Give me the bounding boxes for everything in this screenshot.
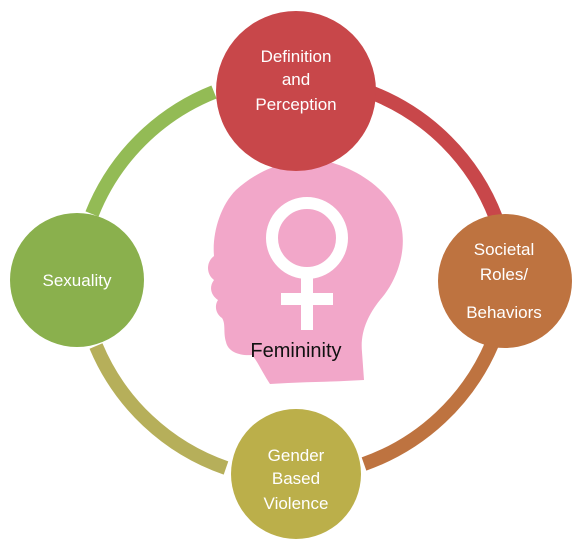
node-label-line: Perception: [255, 95, 336, 114]
ring-arc-bottom-left: [89, 343, 229, 475]
node-label-line: Definition: [261, 47, 332, 66]
node-label-line: Gender: [268, 446, 325, 465]
node-label-line: Societal: [474, 240, 534, 259]
node-label-line: Based: [272, 469, 320, 488]
center-head: Femininity: [208, 159, 403, 384]
center-label: Femininity: [250, 340, 341, 362]
ring-arc-left-top: [85, 85, 217, 217]
ring-arc-top-right: [367, 85, 503, 221]
node-circle: [216, 11, 376, 171]
node-label-line: Roles/: [480, 265, 528, 284]
node-circle: [438, 214, 572, 348]
node-gender-based-violence: Gender Based Violence: [231, 409, 361, 539]
ring-arc-right-bottom: [361, 341, 499, 471]
node-label-line: and: [282, 70, 310, 89]
node-definition-and-perception: Definition and Perception: [216, 11, 376, 171]
node-circle: [231, 409, 361, 539]
node-label-line: Behaviors: [466, 303, 542, 322]
node-label-line: Sexuality: [43, 271, 112, 290]
node-label-line: Violence: [264, 494, 329, 513]
node-circle: [10, 213, 144, 347]
ring: [85, 85, 503, 475]
node-sexuality: Sexuality: [10, 213, 144, 347]
node-societal-roles-behaviors: Societal Roles/ Behaviors: [438, 214, 572, 348]
female-symbol-crossbar: [281, 293, 333, 305]
